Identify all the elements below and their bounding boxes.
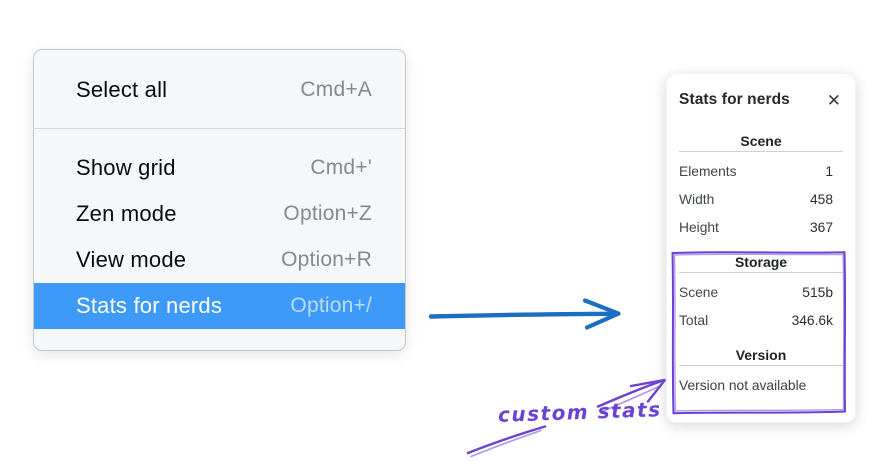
section-scene-header: Scene — [679, 130, 843, 152]
section-version-header: Version — [679, 344, 843, 366]
stats-panel: Stats for nerds ✕ Scene Elements 1 Width… — [666, 73, 856, 423]
stats-panel-title: Stats for nerds — [679, 91, 790, 108]
menu-item-label: Stats for nerds — [76, 293, 223, 318]
stat-label: Total — [679, 313, 709, 328]
stat-row-width: Width 458 — [679, 186, 833, 214]
arrow-shaft — [428, 311, 620, 319]
stats-panel-header: Stats for nerds ✕ — [679, 88, 843, 112]
menu-section-top: Select all Cmd+A — [34, 50, 405, 128]
section-storage-header: Storage — [679, 251, 843, 273]
close-icon[interactable]: ✕ — [826, 90, 841, 110]
menu-item-stats-for-nerds[interactable]: Stats for nerds Option+/ — [34, 283, 405, 329]
stat-value: 1 — [825, 164, 833, 179]
stat-label: Scene — [679, 285, 719, 300]
section-scene: Scene Elements 1 Width 458 Height 367 — [679, 130, 843, 242]
menu-item-label: Select all — [76, 77, 168, 102]
stat-value: 346.6k — [791, 313, 833, 328]
stat-value: 458 — [809, 192, 833, 207]
stat-label: Height — [679, 220, 719, 235]
menu-item-zen-mode[interactable]: Zen mode Option+Z — [34, 191, 405, 237]
menu-item-label: View mode — [76, 247, 187, 272]
menu-item-label: Zen mode — [76, 201, 177, 226]
section-storage-rows: Scene 515b Total 346.6k — [679, 279, 843, 335]
version-note: Version not available — [679, 378, 807, 393]
custom-stats-arrow-tail — [466, 425, 547, 455]
custom-stats-arrow-tail-2 — [470, 429, 542, 458]
stat-value: 515b — [802, 285, 833, 300]
menu-item-shortcut: Option+Z — [283, 202, 372, 225]
context-menu: Select all Cmd+A Show grid Cmd+' Zen mod… — [33, 49, 406, 351]
menu-section-bottom: Show grid Cmd+' Zen mode Option+Z View m… — [34, 129, 405, 344]
menu-item-shortcut: Cmd+' — [310, 156, 372, 179]
menu-item-shortcut: Option+R — [281, 248, 372, 271]
stat-row-height: Height 367 — [679, 214, 833, 242]
menu-item-label: Show grid — [76, 155, 176, 180]
custom-stats-label: custom stats — [497, 397, 662, 427]
stat-label: Width — [679, 192, 715, 207]
menu-item-show-grid[interactable]: Show grid Cmd+' — [34, 145, 405, 191]
menu-item-select-all[interactable]: Select all Cmd+A — [34, 67, 405, 113]
stat-label: Elements — [679, 164, 737, 179]
menu-item-shortcut: Option+/ — [290, 294, 372, 317]
arrow-head — [582, 298, 621, 330]
section-version: Version Version not available — [679, 344, 843, 399]
stat-value: 367 — [809, 220, 833, 235]
stat-row-elements: Elements 1 — [679, 158, 833, 186]
stat-row-total-size: Total 346.6k — [679, 307, 833, 335]
menu-item-view-mode[interactable]: View mode Option+R — [34, 237, 405, 283]
section-storage: Storage Scene 515b Total 346.6k — [679, 251, 843, 335]
menu-separator — [34, 128, 405, 129]
stat-row-scene-size: Scene 515b — [679, 279, 833, 307]
section-scene-rows: Elements 1 Width 458 Height 367 — [679, 158, 843, 242]
menu-item-shortcut: Cmd+A — [300, 78, 372, 101]
arrow-menu-to-panel — [428, 298, 621, 330]
